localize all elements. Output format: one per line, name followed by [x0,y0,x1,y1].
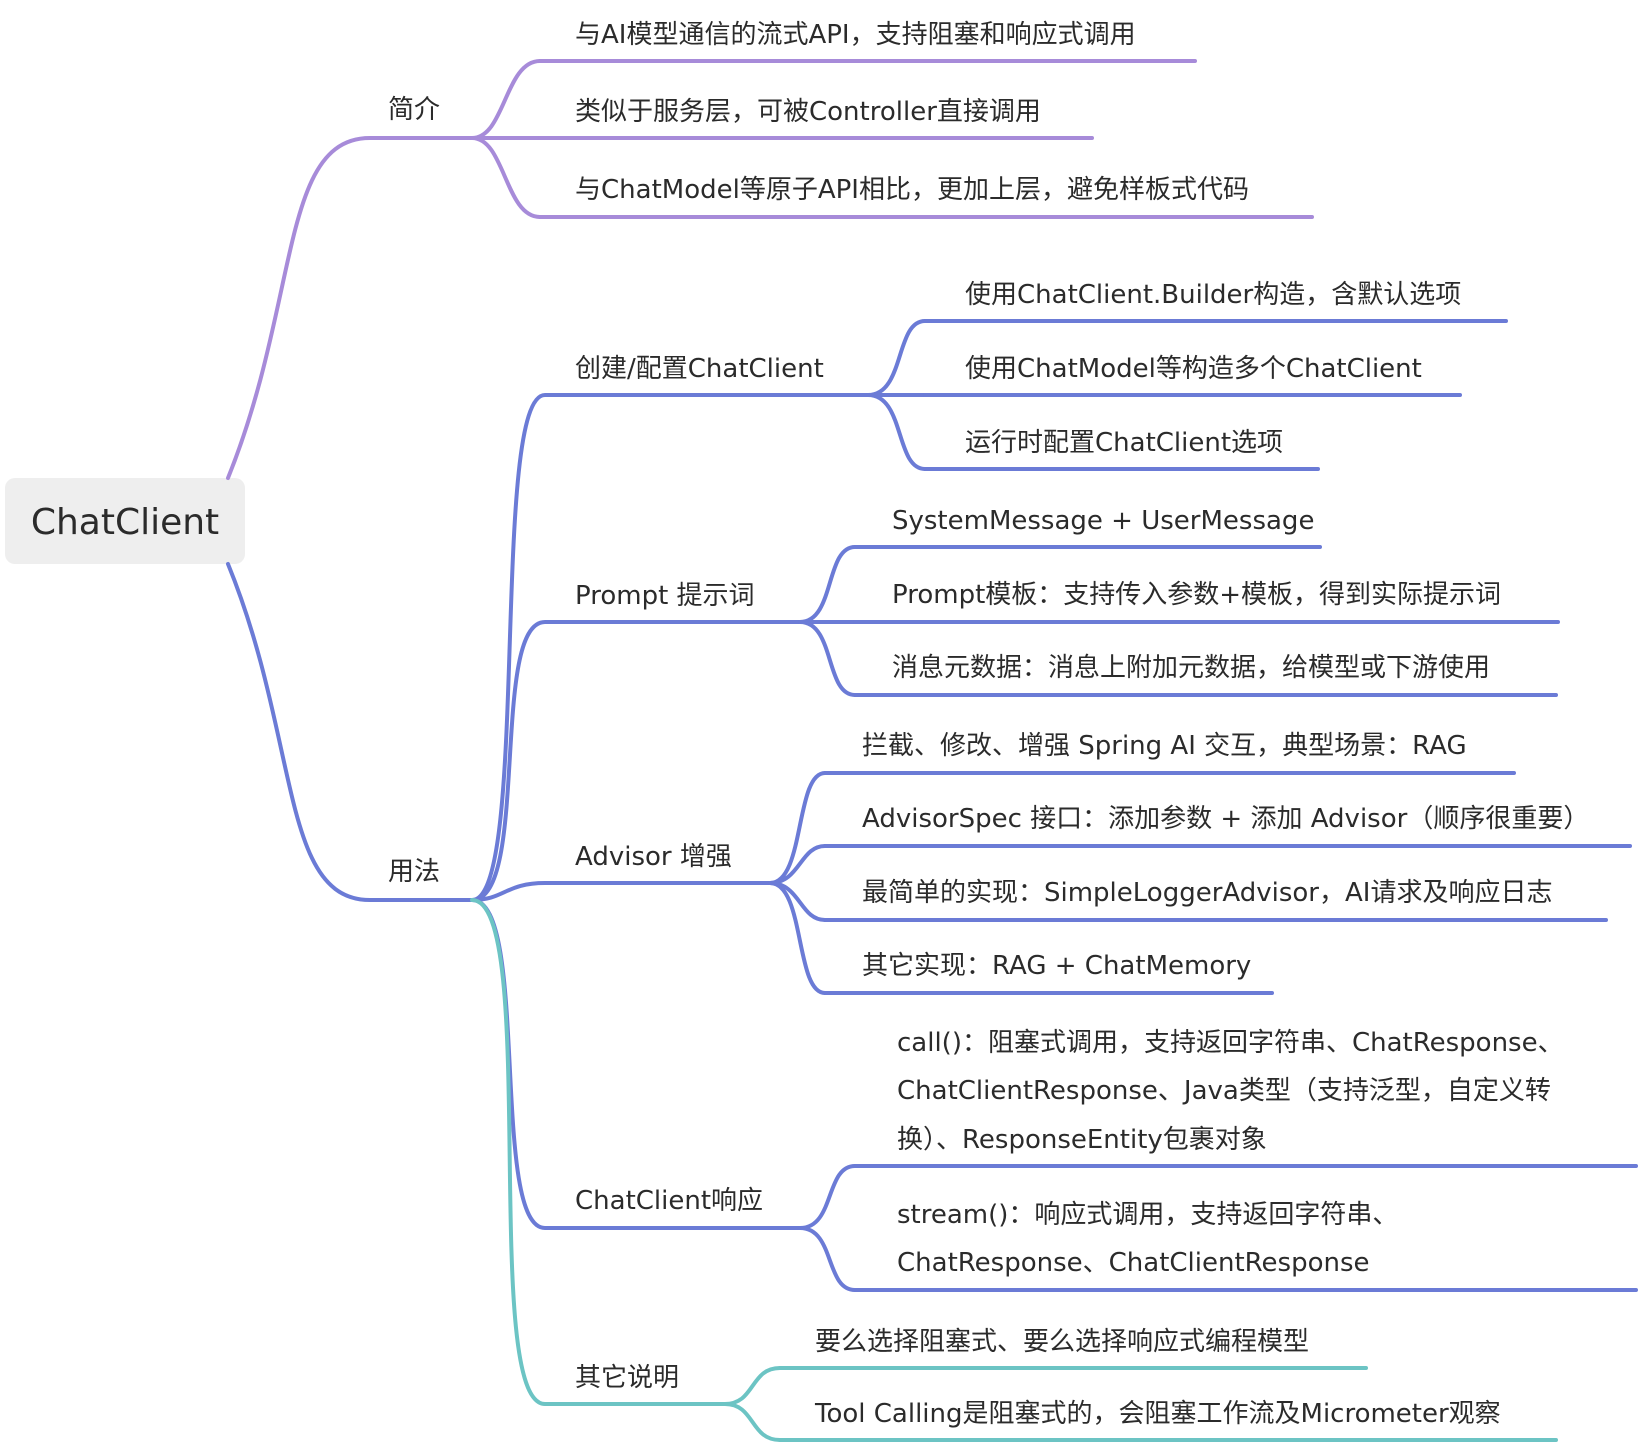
response-call-line-2: ChatClientResponse、Java类型（支持泛型，自定义转 [897,1076,1551,1106]
prompt-item-2: Prompt模板：支持传入参数+模板，得到实际提示词 [892,580,1501,610]
edge-prompt-3 [798,620,857,697]
edge-advisor-3 [768,881,827,922]
advisor-item-1: 拦截、修改、增强 Spring AI 交互，典型场景：RAG [862,731,1467,761]
response-label: ChatClient响应 [575,1186,763,1216]
other-item-1: 要么选择阻塞式、要么选择响应式编程模型 [815,1327,1309,1357]
config-item-2: 使用ChatModel等构造多个ChatClient [965,354,1422,384]
intro-item-3: 与ChatModel等原子API相比，更加上层，避免样板式代码 [575,175,1249,205]
edge-usage-advisor [470,881,772,902]
config-item-3: 运行时配置ChatClient选项 [965,428,1283,458]
advisor-item-3: 最简单的实现：SimpleLoggerAdvisor，AI请求及响应日志 [862,878,1552,908]
edge-response-call [798,1164,857,1230]
edge-usage-response [470,898,802,1230]
config-label: 创建/配置ChatClient [575,354,824,384]
edge-intro-3 [470,136,542,219]
edge-prompt-1 [798,545,857,624]
other-item-2: Tool Calling是阻塞式的，会阻塞工作流及Micrometer观察 [814,1399,1501,1429]
edge-usage-other [470,898,727,1406]
prompt-item-1: SystemMessage + UserMessage [892,506,1314,536]
root-node-label: ChatClient [31,502,219,543]
edge-response-stream [798,1226,857,1292]
config-item-1: 使用ChatClient.Builder构造，含默认选项 [965,280,1461,310]
response-stream-line-2: ChatResponse、ChatClientResponse [897,1248,1370,1278]
advisor-item-4: 其它实现：RAG + ChatMemory [862,951,1251,981]
response-call-line-1: call()：阻塞式调用，支持返回字符串、ChatResponse、 [897,1028,1564,1058]
intro-label: 简介 [388,95,440,125]
edge-other-2 [723,1402,782,1442]
edge-advisor-2 [768,844,827,885]
edge-config-3 [866,393,927,471]
edge-advisor-1 [768,771,827,885]
response-call-line-3: 换）、ResponseEntity包裹对象 [897,1125,1267,1155]
advisor-item-2: AdvisorSpec 接口：添加参数 + 添加 Advisor（顺序很重要） [862,804,1589,834]
edge-usage-config [470,393,870,902]
edge-intro-1 [470,59,542,140]
usage-label: 用法 [388,857,440,887]
other-label: 其它说明 [575,1363,679,1393]
prompt-label: Prompt 提示词 [575,581,755,611]
advisor-label: Advisor 增强 [575,842,732,872]
intro-item-2: 类似于服务层，可被Controller直接调用 [575,97,1041,127]
root-node-box [5,478,245,564]
response-stream-line-1: stream()：响应式调用，支持返回字符串、 [897,1200,1398,1230]
edge-root-intro [226,136,474,480]
edge-advisor-4 [768,881,827,995]
edge-config-1 [866,319,927,397]
intro-item-1: 与AI模型通信的流式API，支持阻塞和响应式调用 [575,20,1136,50]
edge-root-usage [226,562,474,902]
edge-usage-prompt [470,620,802,902]
edge-other-1 [723,1366,782,1406]
prompt-item-3: 消息元数据：消息上附加元数据，给模型或下游使用 [892,653,1490,683]
